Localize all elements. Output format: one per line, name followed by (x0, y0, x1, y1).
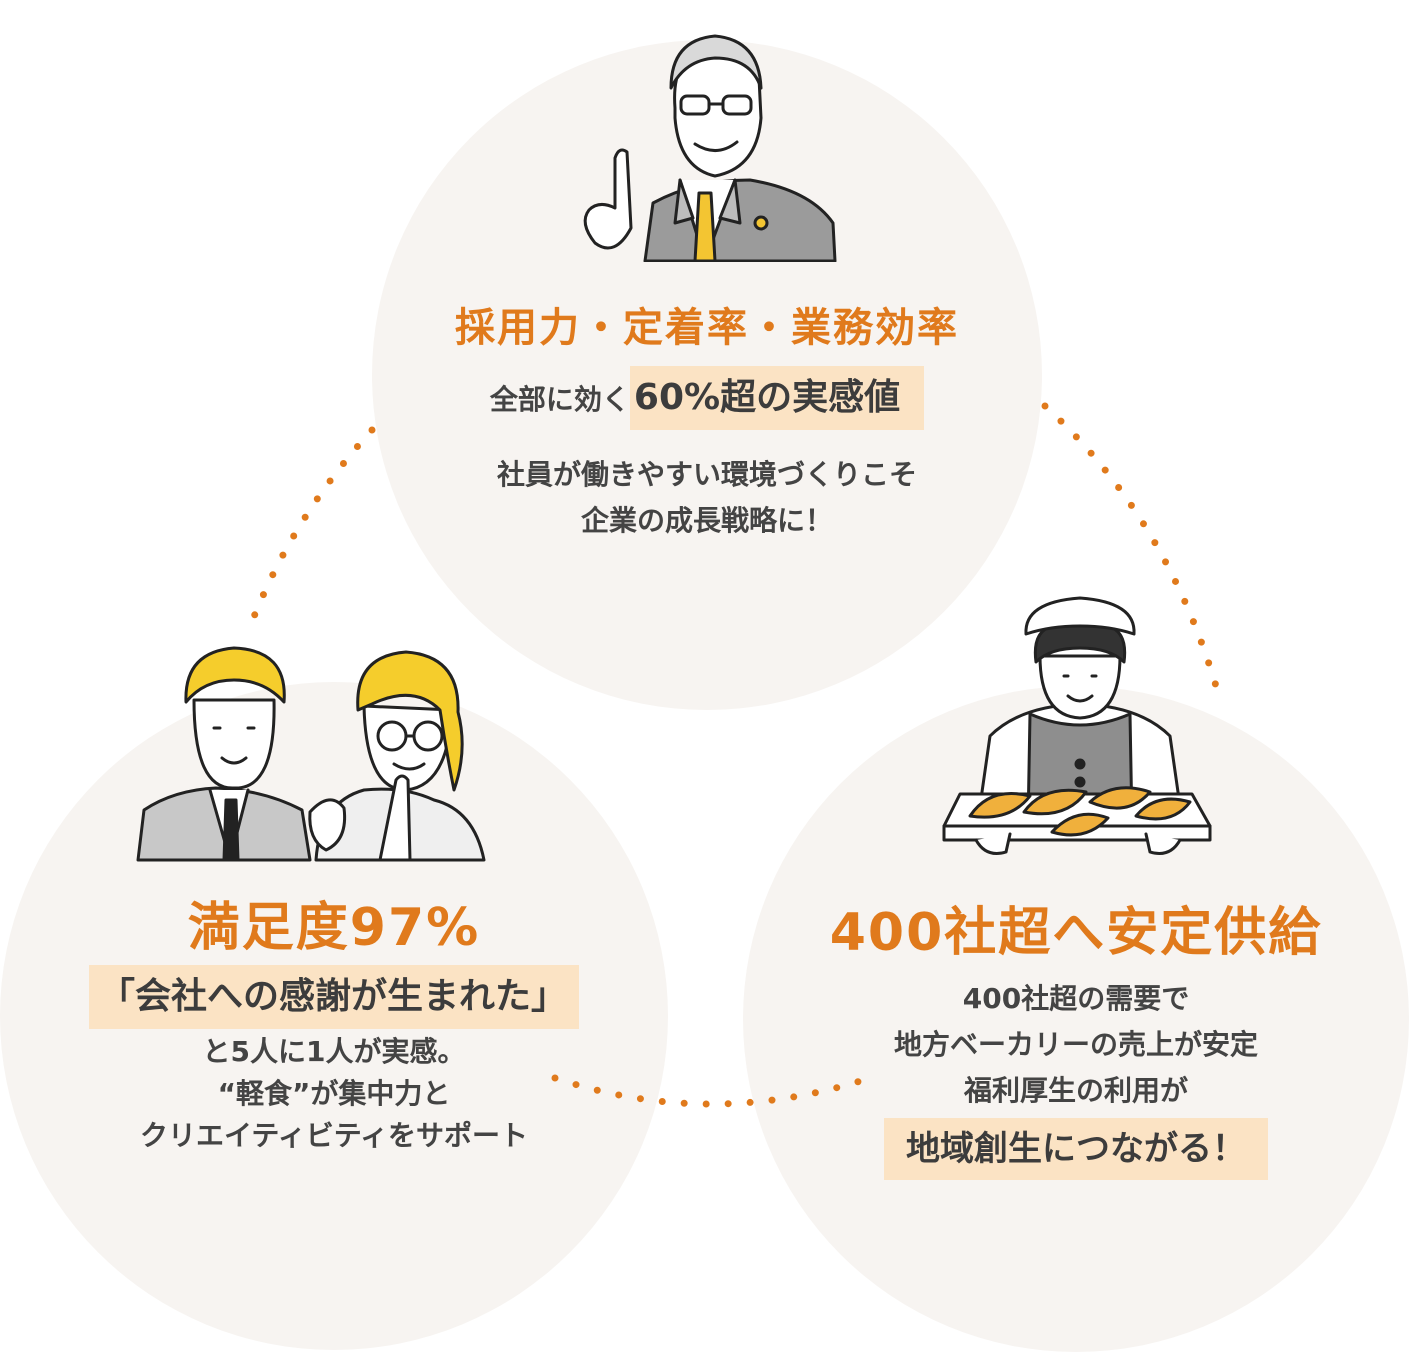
left-body-line: “軽食”が集中力と (217, 1077, 451, 1110)
baker-with-croissants-icon (942, 596, 1212, 855)
top-heading: 採用力・定着率・業務効率 (455, 305, 959, 351)
left-body-line: と5人に1人が実感。 (202, 1035, 466, 1068)
right-section: 400社超へ安定供給 400社超の需要で 地方ベーカリーの売上が安定 福利厚生の… (743, 898, 1409, 1180)
top-sub-prefix: 全部に効く (489, 383, 630, 416)
dotted-arc-left (244, 426, 376, 636)
top-sub-highlight: 60%超の実感値 (629, 366, 925, 430)
right-heading: 400社超へ安定供給 (829, 903, 1323, 963)
right-body-line: 地方ベーカリーの売上が安定 (893, 1028, 1258, 1061)
businessman-pointing-icon (583, 34, 837, 262)
left-body: と5人に1人が実感。 “軽食”が集中力と クリエイティビティをサポート (0, 1031, 668, 1157)
happy-employees-icon (136, 646, 486, 862)
left-highlight: 「会社への感謝が生まれた」 (88, 965, 579, 1029)
top-body-line: 社員が働きやすい環境づくりこそ (496, 458, 917, 491)
right-body: 400社超の需要で 地方ベーカリーの売上が安定 福利厚生の利用が (743, 976, 1409, 1114)
left-body-line: クリエイティビティをサポート (139, 1119, 529, 1152)
left-section: 満足度97% 「会社への感謝が生まれた」 と5人に1人が実感。 “軽食”が集中力… (0, 893, 668, 1157)
right-highlight: 地域創生につながる！ (884, 1118, 1268, 1180)
top-body-line: 企業の成長戦略に！ (580, 504, 833, 537)
top-body: 社員が働きやすい環境づくりこそ 企業の成長戦略に！ (372, 452, 1042, 544)
right-body-line: 400社超の需要で (962, 982, 1190, 1015)
right-body-line: 福利厚生の利用が (963, 1074, 1188, 1107)
left-heading: 満足度97% (187, 898, 481, 958)
